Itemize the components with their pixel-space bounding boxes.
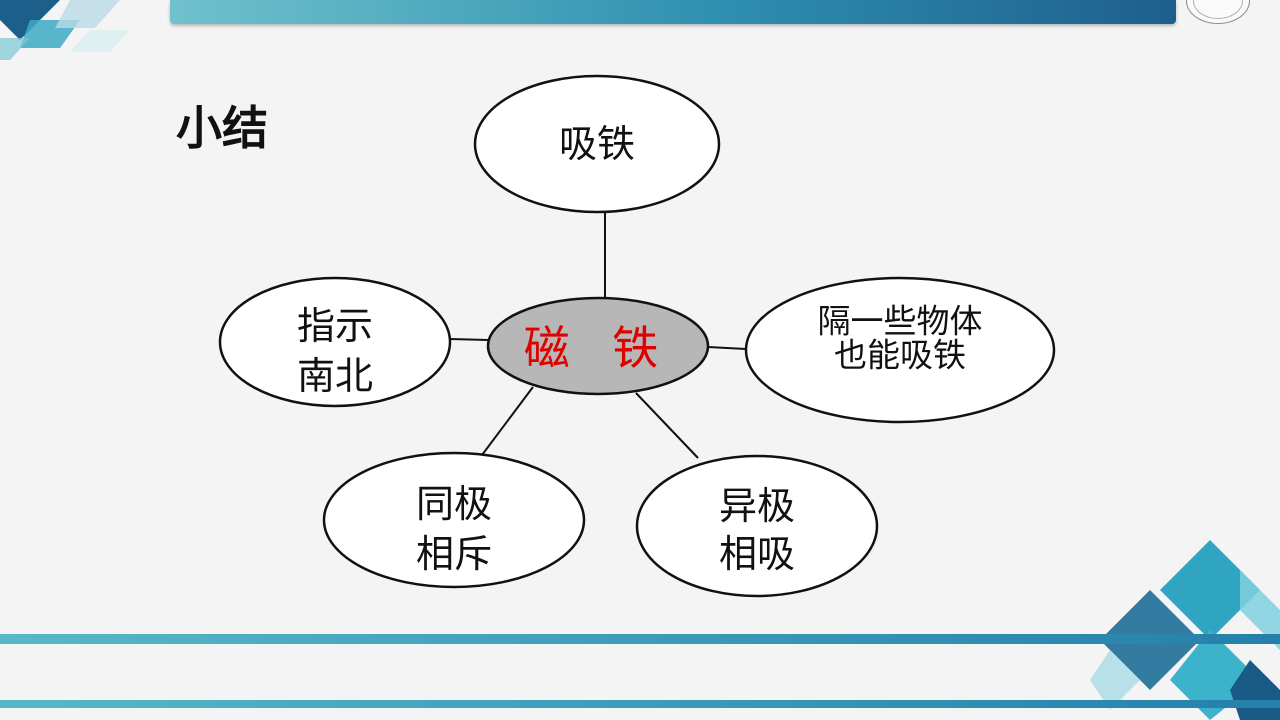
node-attract-iron: 吸铁 [473,74,721,214]
connector-point-north-south [449,338,489,341]
node-opposite-attract-line-1: 异极 [719,484,795,528]
node-through-objects: 隔一些物体 也能吸铁 [744,276,1056,424]
node-opposite-attract-line-2: 相吸 [719,532,795,576]
connector-opposite-attract [635,392,699,459]
node-through-objects-line-2: 也能吸铁 [834,336,966,375]
footer-accent-band [0,634,1280,644]
node-point-north-south-line-1: 指示 [297,304,373,348]
center-node-magnet: 磁 铁 [486,296,710,396]
node-attract-iron-line-1: 吸铁 [559,122,635,166]
node-like-repel-line-1: 同极 [416,482,492,526]
node-like-repel: 同极 相斥 [322,451,586,589]
node-like-repel-line-2: 相斥 [416,532,492,576]
header-accent-bar [170,0,1176,24]
connector-like-repel [481,386,534,456]
node-through-objects-line-1: 隔一些物体 [818,302,983,341]
footer-accent-band-lower [0,700,1280,708]
connector-through-objects [707,346,747,350]
center-node-label: 磁 铁 [524,321,673,375]
node-point-north-south-line-2: 南北 [297,354,373,398]
corner-decoration-top-left [0,0,130,60]
node-opposite-attract: 异极 相吸 [635,454,879,598]
slide-title: 小结 [176,101,268,155]
node-point-north-south: 指示 南北 [218,276,452,408]
